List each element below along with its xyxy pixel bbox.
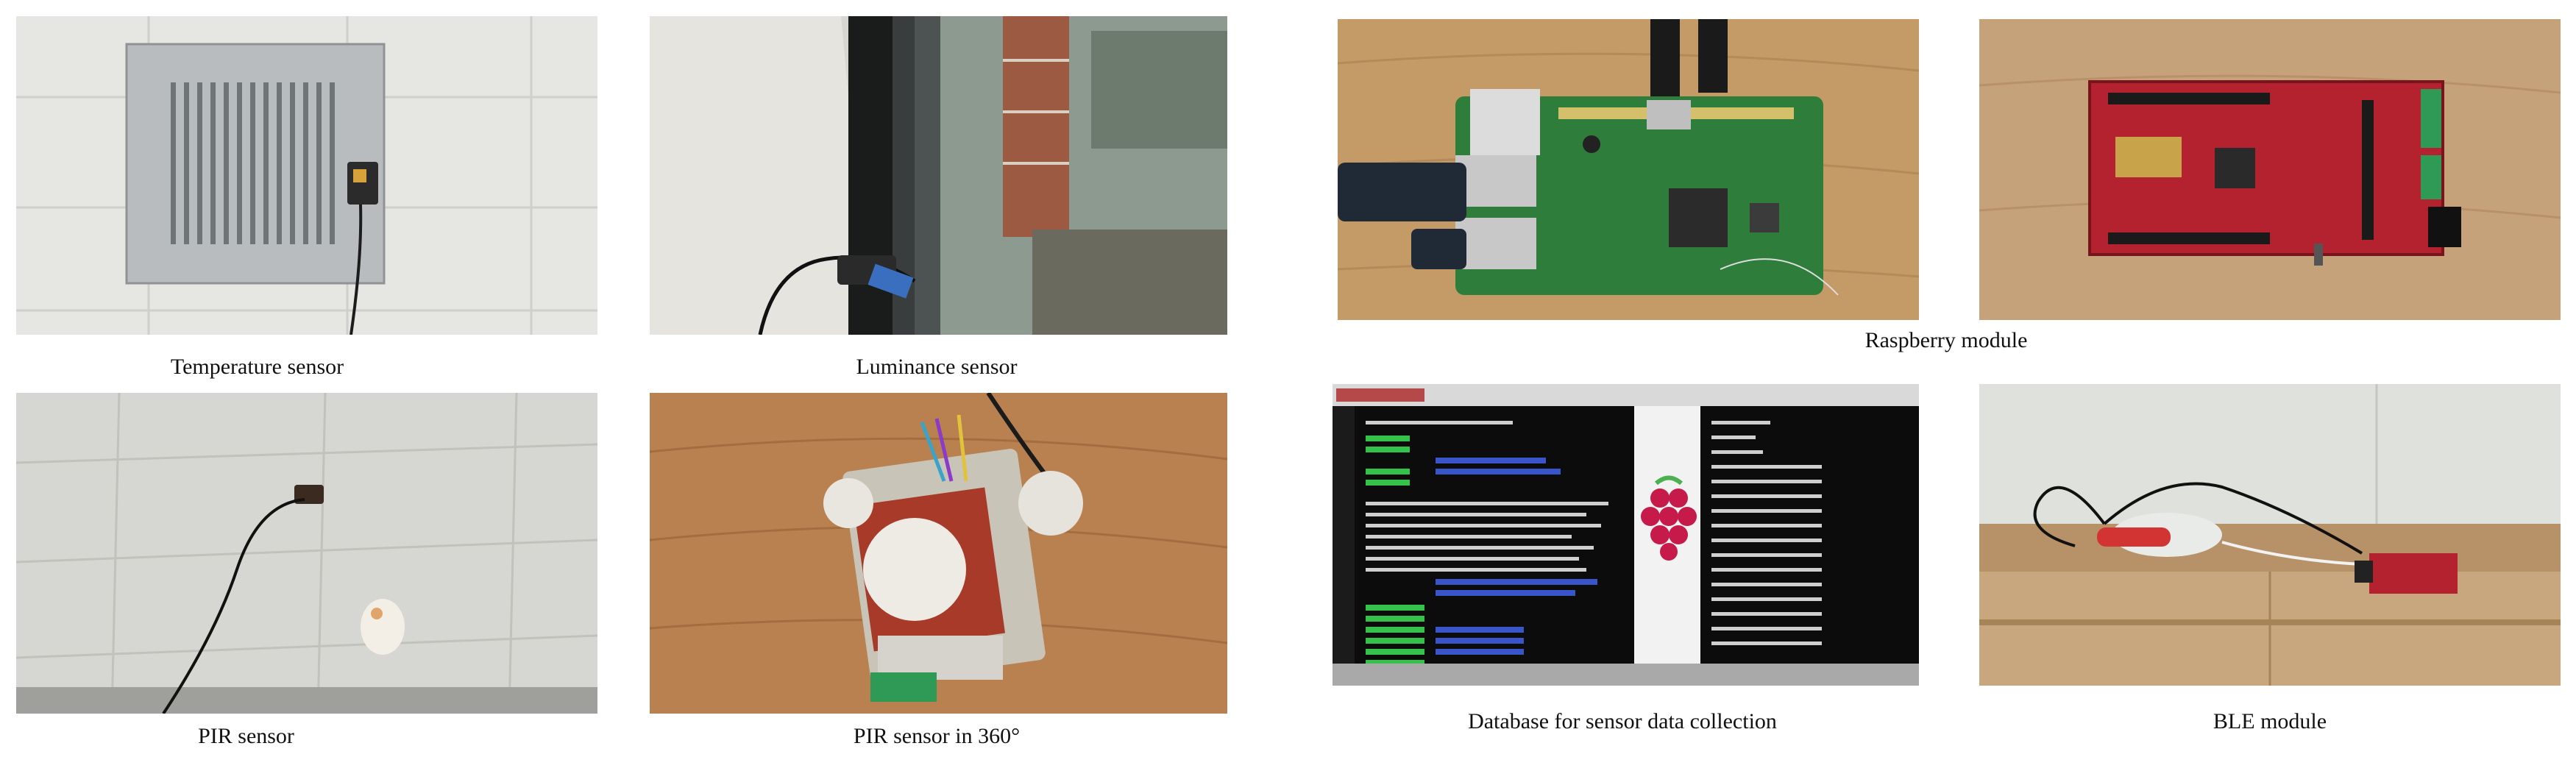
raspberry-module-caption: Raspberry module <box>1864 328 2028 352</box>
luminance-sensor-photo <box>650 16 1227 335</box>
raspberry-pi-photo <box>1338 19 1919 320</box>
ble-module-caption: BLE module <box>2213 709 2327 733</box>
pir-sensor-photo <box>16 393 597 714</box>
database-screen-photo <box>1333 384 1919 686</box>
ble-module-photo <box>1979 384 2561 686</box>
pir-sensor-360-photo <box>650 393 1227 714</box>
pir-sensor-360-caption: PIR sensor in 360° <box>853 724 1021 748</box>
database-caption: Database for sensor data collection <box>1468 709 1777 733</box>
temperature-sensor-photo <box>16 16 597 335</box>
luminance-sensor-caption: Luminance sensor <box>856 355 1018 379</box>
red-shield-board-photo <box>1979 19 2561 320</box>
pir-sensor-caption: PIR sensor <box>198 724 294 748</box>
temperature-sensor-caption: Temperature sensor <box>170 355 344 379</box>
